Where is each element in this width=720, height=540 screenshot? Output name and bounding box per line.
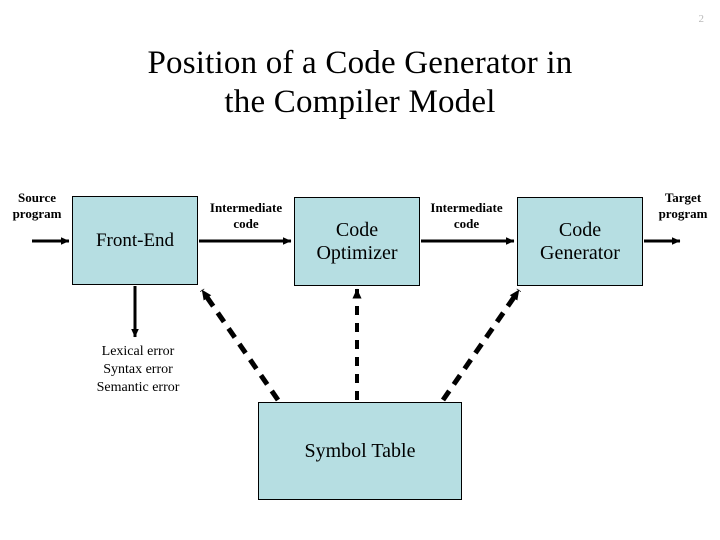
dashed-arrow-symbol-table-to-code-generator <box>440 288 522 402</box>
stage-label-code-generator-line-1: Code <box>558 218 602 241</box>
error-label-semantic: Semantic error <box>96 379 180 395</box>
flow-label-intermediate-code-1-line-1: Intermediate <box>209 200 283 215</box>
flow-label-intermediate-code-2-line-2: code <box>453 216 480 232</box>
flow-label-source-program-line-2: program <box>12 206 62 222</box>
page-title-line-2: the Compiler Model <box>224 83 496 120</box>
stage-box-front-end[interactable]: Front-End <box>72 196 198 285</box>
stage-label-code-generator-line-2: Generator <box>540 241 620 264</box>
page-number: 2 <box>698 13 705 25</box>
stage-box-symbol-table[interactable]: Symbol Table <box>258 402 462 500</box>
flow-label-target-program-line-1: Target <box>664 190 702 205</box>
flow-label-intermediate-code-2: Intermediate code <box>420 200 513 233</box>
flow-label-target-program: Target program <box>646 190 720 223</box>
stage-box-code-generator[interactable]: Code Generator <box>517 197 643 286</box>
stage-box-code-optimizer[interactable]: Code Optimizer <box>294 197 420 286</box>
flow-label-source-program-line-1: Source <box>17 190 57 205</box>
flow-label-target-program-line-2: program <box>658 206 708 222</box>
flow-label-source-program: Source program <box>0 190 74 223</box>
stage-label-code-optimizer-line-1: Code <box>335 218 379 241</box>
flow-label-intermediate-code-2-line-1: Intermediate <box>430 200 503 215</box>
flow-label-intermediate-code-1: Intermediate code <box>200 200 292 233</box>
stage-label-symbol-table: Symbol Table <box>304 439 416 462</box>
flow-label-intermediate-code-1-line-2: code <box>233 216 259 232</box>
page-title-line-1: Position of a Code Generator in <box>147 45 573 81</box>
error-label-syntax: Syntax error <box>103 361 173 377</box>
stage-label-code-optimizer-line-2: Optimizer <box>316 241 398 264</box>
page-title: Position of a Code Generator in the Comp… <box>40 44 680 121</box>
stage-label-front-end: Front-End <box>95 229 175 251</box>
error-label-lexical: Lexical error <box>101 344 175 359</box>
error-output-labels: Lexical error Syntax error Semantic erro… <box>58 343 218 397</box>
